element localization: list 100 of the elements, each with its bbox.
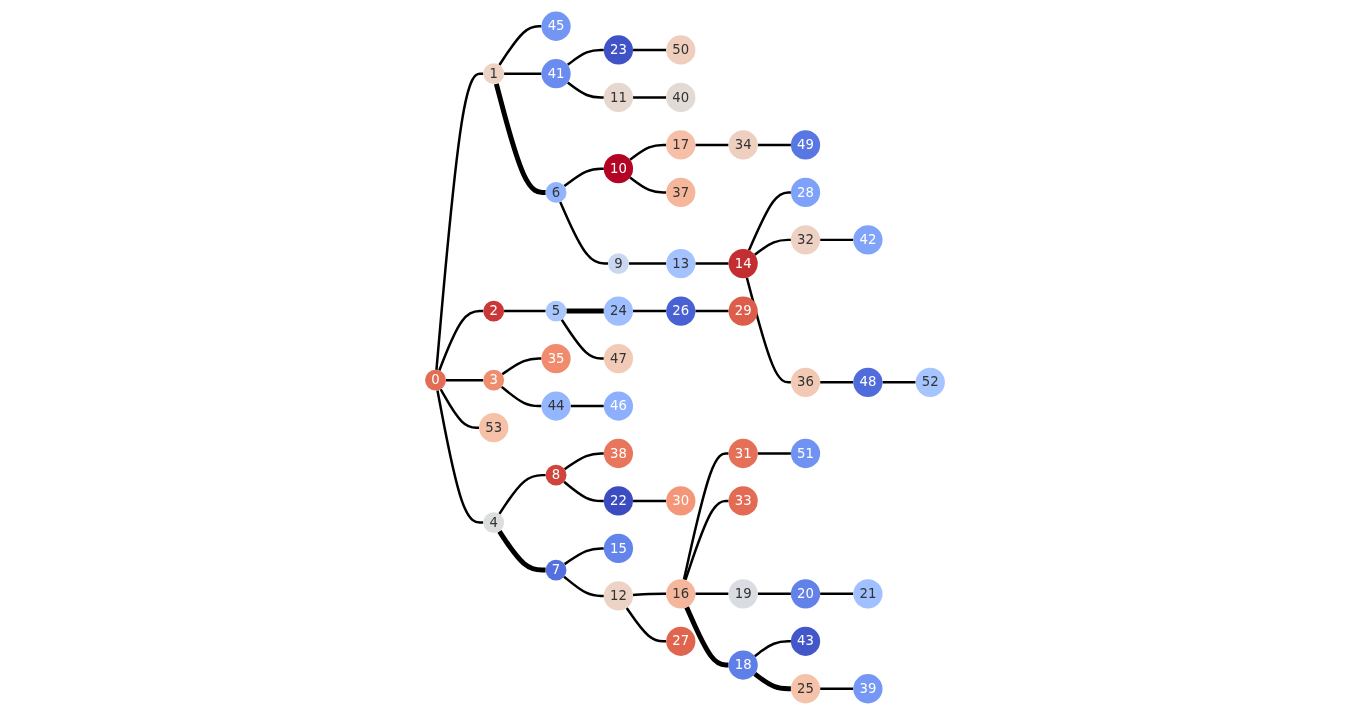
connector (633, 96, 667, 99)
node-circle: 0 (425, 369, 446, 391)
connector (820, 238, 854, 242)
node-circle: 24 (603, 296, 634, 326)
node-circle: 51 (790, 438, 821, 469)
node-circle: 45 (541, 11, 571, 41)
connector (695, 309, 729, 313)
connector (498, 473, 546, 515)
node-circle: 1 (483, 63, 505, 85)
connector (563, 167, 604, 188)
node-circle: 15 (603, 533, 634, 564)
node-circle: 48 (853, 367, 883, 397)
connector (633, 309, 667, 313)
connector (882, 381, 916, 384)
node-circle: 40 (666, 82, 696, 113)
node-circle: 38 (603, 438, 634, 469)
node-circle: 33 (728, 486, 758, 516)
node-circle: 3 (483, 369, 505, 391)
connector (560, 319, 604, 360)
node-circle: 42 (853, 225, 883, 255)
connector (504, 309, 546, 313)
node-circle: 47 (603, 343, 634, 374)
node-circle: 29 (728, 296, 758, 326)
connector (629, 176, 667, 194)
node-circle: 43 (790, 626, 821, 656)
node-circle: 39 (853, 674, 883, 704)
connector (563, 547, 604, 566)
connector (498, 25, 542, 66)
node-circle: 22 (603, 486, 634, 516)
connector (570, 404, 604, 408)
node-circle: 44 (541, 391, 571, 421)
node-circle: 25 (790, 674, 821, 704)
connector (753, 671, 791, 692)
node-circle: 23 (603, 35, 634, 65)
node-circle: 46 (603, 391, 634, 421)
node-circle: 2 (483, 300, 505, 322)
connector (757, 143, 791, 147)
node-circle: 17 (666, 130, 696, 160)
node-circle: 36 (790, 367, 821, 397)
connector (820, 687, 854, 690)
connector (500, 385, 542, 408)
node-circle: 52 (915, 367, 945, 397)
node-circle: 9 (608, 253, 629, 275)
connector (566, 81, 604, 99)
node-circle: 30 (666, 486, 696, 516)
node-circle: 49 (790, 130, 821, 160)
node-circle: 53 (479, 413, 509, 443)
connector (501, 357, 542, 376)
connector (632, 592, 667, 597)
node-circle: 11 (603, 82, 634, 113)
connector (754, 238, 791, 256)
node-circle: 32 (790, 225, 821, 255)
connector (695, 592, 729, 596)
node-circle: 16 (666, 579, 696, 609)
node-circle: 31 (728, 438, 758, 469)
connector (628, 262, 667, 265)
connector (435, 72, 484, 370)
connector (438, 309, 484, 371)
connector (566, 48, 604, 66)
connector (559, 201, 608, 265)
connector (625, 607, 667, 643)
node-circle: 13 (666, 249, 696, 279)
connector (493, 83, 546, 195)
node-circle: 6 (545, 182, 567, 203)
connector (563, 452, 604, 471)
node-circle: 4 (483, 512, 505, 533)
node-circle: 14 (728, 249, 758, 279)
connector (757, 452, 791, 455)
node-circle: 37 (666, 177, 696, 208)
node-circle: 21 (853, 579, 883, 609)
connector (633, 48, 667, 52)
node-circle: 41 (541, 59, 571, 89)
node-circle: 8 (545, 464, 567, 486)
node-circle: 12 (603, 581, 634, 611)
connector (682, 452, 729, 580)
connector (684, 606, 729, 668)
connector (633, 499, 667, 503)
connector (629, 143, 667, 161)
connector (754, 640, 791, 658)
node-circle: 27 (666, 626, 696, 656)
node-circle: 28 (790, 177, 821, 208)
connector (436, 390, 484, 524)
node-circle: 10 (603, 154, 634, 184)
connector (439, 388, 480, 429)
connector (757, 592, 791, 596)
connector (747, 191, 791, 251)
node-circle: 7 (545, 559, 567, 581)
connector (745, 277, 791, 384)
connector (563, 480, 604, 503)
node-circle: 5 (545, 300, 567, 322)
connector (497, 529, 546, 573)
node-circle: 35 (541, 343, 571, 374)
connector (504, 72, 542, 75)
connector (563, 575, 604, 598)
connector (684, 499, 729, 581)
node-circle: 34 (728, 130, 758, 160)
node-circle: 50 (666, 35, 696, 65)
node-circle: 19 (728, 579, 758, 609)
connector (566, 308, 604, 314)
connector (445, 378, 484, 382)
